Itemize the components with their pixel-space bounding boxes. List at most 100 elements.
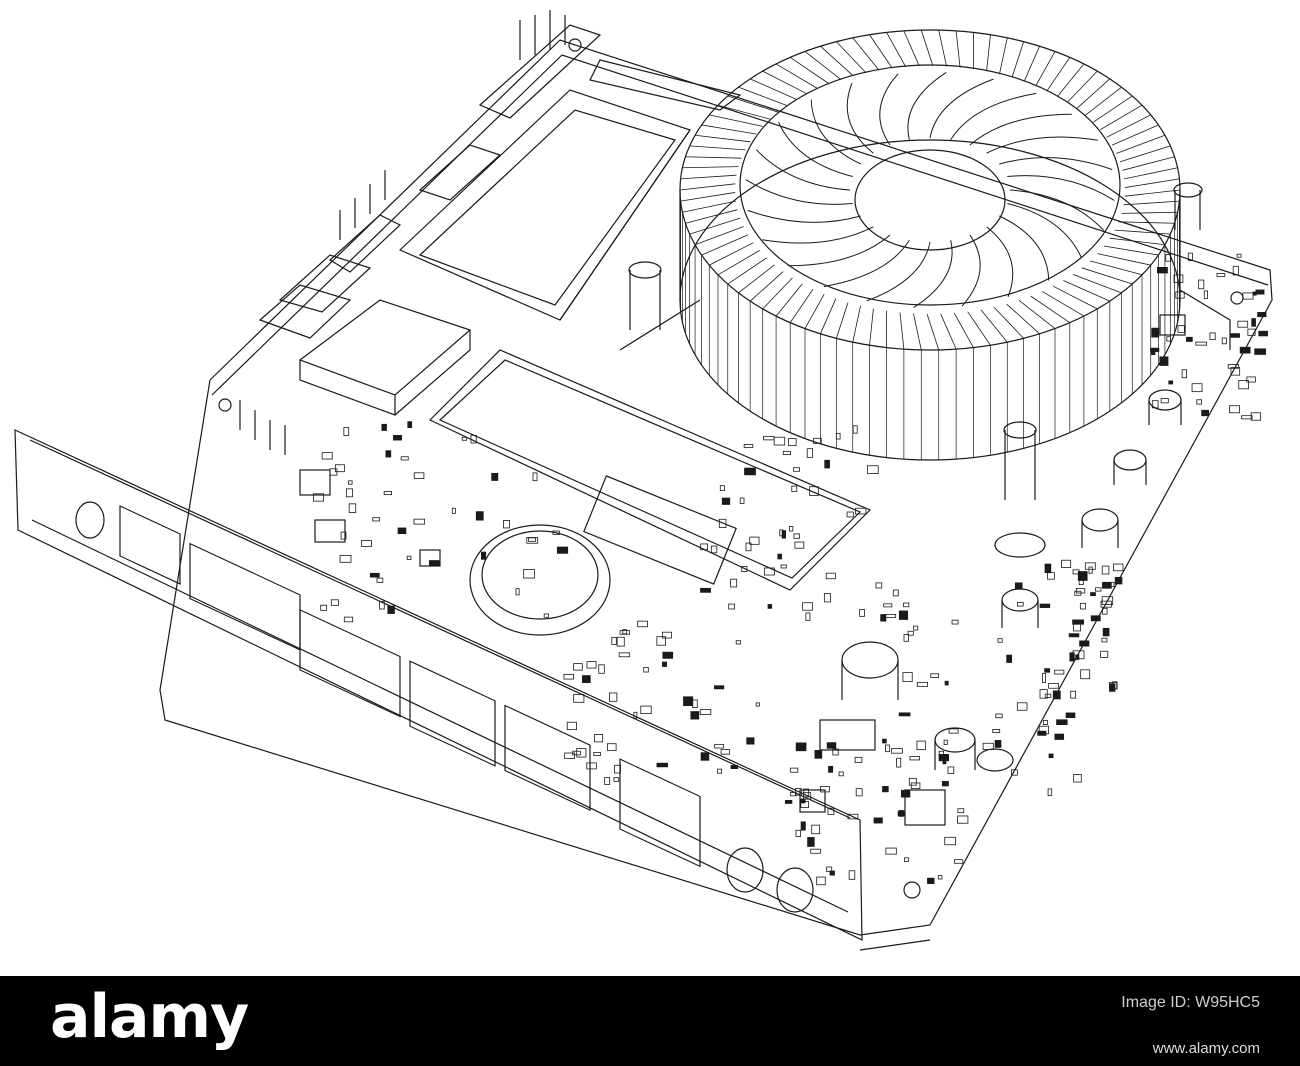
smd-component	[1079, 602, 1086, 610]
smd-component	[330, 599, 339, 606]
smd-component	[767, 604, 773, 609]
fan-blade	[986, 136, 1098, 154]
smd-component	[406, 555, 412, 560]
smd-component	[1078, 579, 1084, 585]
board-edge-thickness	[211, 54, 1269, 951]
smd-component	[594, 734, 604, 743]
fan-fin	[680, 174, 737, 180]
fan-fin	[852, 37, 880, 71]
smd-component	[343, 427, 350, 436]
fan-fin	[820, 45, 854, 77]
smd-component	[614, 764, 621, 774]
fan-blade	[755, 149, 851, 191]
smd-component	[407, 421, 413, 428]
smd-component	[913, 625, 919, 631]
smd-component	[1191, 383, 1203, 393]
smd-component	[1100, 600, 1112, 608]
smd-component	[773, 436, 786, 446]
smd-component	[947, 766, 955, 774]
fan-fin	[967, 311, 991, 346]
fan-fin	[955, 30, 961, 68]
smd-component	[790, 791, 797, 797]
smd-component	[1095, 587, 1102, 592]
footer-bar: alamy Image ID: W95HC5 www.alamy.com	[0, 976, 1300, 1066]
fan-blade	[961, 234, 981, 307]
smd-component	[1236, 253, 1242, 258]
fan-fin	[869, 308, 874, 346]
fan-fin	[1067, 70, 1098, 103]
smd-component	[795, 788, 802, 796]
fan-fin	[1042, 291, 1085, 317]
smd-component	[481, 551, 487, 560]
smd-component	[637, 620, 648, 628]
smd-component	[515, 588, 520, 596]
smd-component	[763, 435, 775, 441]
fan-fin	[701, 124, 757, 135]
smd-component	[916, 681, 928, 687]
fan-fin	[1072, 273, 1122, 294]
fan-fin	[940, 313, 957, 350]
smd-component	[381, 423, 387, 431]
smd-component	[780, 564, 787, 569]
smd-component	[1229, 405, 1240, 414]
smd-component	[710, 545, 718, 554]
smd-component	[1037, 730, 1047, 736]
io-port-ethernet-2	[504, 704, 591, 812]
smd-component	[400, 456, 409, 461]
fan-header	[819, 719, 876, 751]
smd-component	[1252, 291, 1257, 296]
smd-component	[1195, 341, 1207, 346]
io-port-usb-stack	[619, 758, 701, 868]
fan-fin	[1103, 245, 1159, 256]
fan-fin	[701, 234, 749, 256]
smd-component	[794, 541, 805, 549]
io-port-usb	[119, 505, 181, 585]
fan-fin	[789, 57, 830, 85]
smd-component	[563, 673, 575, 680]
audio-jack-2	[776, 867, 814, 913]
smd-component	[393, 435, 402, 441]
fan-blade	[950, 92, 1037, 141]
smd-component	[855, 507, 867, 515]
smd-component	[875, 582, 883, 589]
smd-component	[777, 553, 782, 560]
io-shield	[14, 429, 863, 941]
smd-component	[800, 801, 809, 808]
smd-component	[1054, 733, 1065, 740]
fan-blade	[810, 99, 861, 165]
smd-component	[397, 527, 407, 535]
smd-component	[1239, 346, 1251, 354]
fan-fin	[685, 156, 742, 159]
fan-fin	[886, 32, 907, 68]
smd-component	[903, 634, 910, 642]
fan-fin	[1124, 178, 1180, 188]
capacitors	[841, 389, 1182, 772]
smd-component	[883, 603, 893, 608]
fan-fin	[938, 30, 947, 67]
fan-fin	[899, 312, 905, 350]
io-port-ethernet-1	[409, 660, 496, 767]
smd-component	[873, 817, 883, 824]
fan-inner-ring	[739, 64, 1121, 306]
power-jack	[75, 501, 105, 539]
fan-fin	[1109, 237, 1165, 246]
fan-fin	[1097, 253, 1151, 266]
smd-component	[982, 742, 994, 750]
image-id-block: Image ID: W95HC5	[1121, 994, 1260, 1012]
smd-component	[348, 503, 357, 513]
smd-component	[854, 756, 863, 763]
smd-component	[321, 452, 333, 460]
smd-component	[656, 636, 666, 646]
smd-component	[791, 485, 798, 492]
smd-component	[604, 777, 611, 785]
smd-component	[1047, 572, 1055, 580]
fan-fin	[1081, 267, 1133, 285]
smd-component	[848, 870, 856, 880]
smd-component	[1039, 689, 1048, 699]
smd-component	[385, 450, 392, 458]
ic-chip-6	[299, 469, 331, 496]
smd-component	[586, 661, 597, 669]
smd-component	[556, 546, 569, 554]
smd-component	[795, 742, 807, 752]
smd-component	[700, 543, 708, 551]
